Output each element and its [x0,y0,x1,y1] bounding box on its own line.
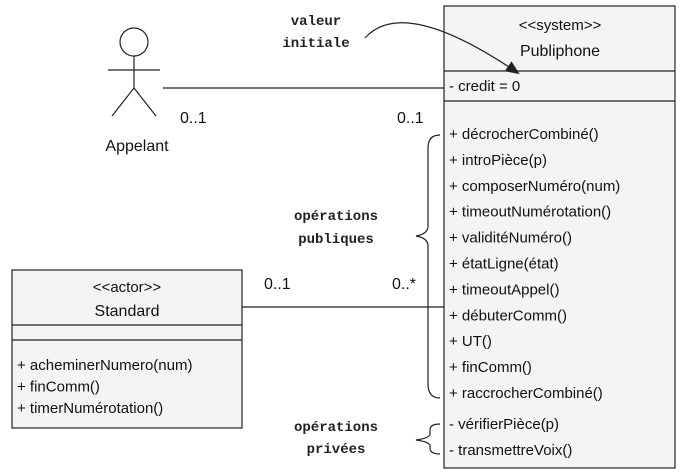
annotation-private-line2: privées [307,442,366,458]
annotation-public-line1: opérations [294,209,378,225]
standard-operations: + acheminerNumero(num) + finComm() + timer… [17,357,192,417]
public-operation: + étatLigne(état) [449,256,559,273]
public-operation: + UT() [449,333,492,350]
publiphone-class-name: Publiphone [520,43,600,60]
multiplicity-appelant-end: 0..1 [180,110,207,127]
annotation-private-operations: opérations privées [294,420,441,458]
publiphone-class-box [443,5,676,469]
standard-operation: + acheminerNumero(num) [17,357,192,374]
public-operation: + timeoutAppel() [449,281,559,298]
private-operation: - vérifierPièce(p) [449,416,559,433]
annotation-public-operations: opérations publiques [294,134,441,399]
publiphone-attributes: - credit = 0 [449,78,520,95]
appelant-label: Appelant [105,138,169,155]
private-operations-brace [415,423,441,455]
annotation-public-line2: publiques [298,232,374,248]
annotation-private-line1: opérations [294,420,378,436]
annotation-initial-value-line2: initiale [282,36,349,52]
annotation-initial-value-line1: valeur [291,14,341,30]
public-operation: + composerNuméro(num) [449,178,620,195]
standard-operation: + finComm() [17,379,100,396]
standard-class-name: Standard [95,303,160,320]
standard-stereotype: <<actor>> [93,279,162,296]
public-operation: + finComm() [449,359,532,376]
publiphone-public-operations: + décrocherCombiné() + introPièce(p) + com… [449,126,620,402]
public-operation: + introPièce(p) [449,152,547,169]
standard-class-box [11,269,243,429]
private-operation: - transmettreVoix() [449,442,572,459]
publiphone-private-operations: - vérifierPièce(p) - transmettreVoix() [449,416,572,459]
public-operation: + validitéNuméro() [449,230,572,247]
class-attribute: - credit = 0 [449,78,520,95]
actor-stick-figure-icon [108,27,160,117]
standard-operation: + timerNumérotation() [17,400,163,417]
annotation-initial-value: valeur initiale [282,14,520,75]
standard-class[interactable]: <<actor>> Standard + acheminerNumero(num… [11,269,243,429]
public-operation: + décrocherCombiné() [449,126,599,143]
multiplicity-publiphone-standard-end: 0..* [392,276,416,293]
public-operation: + timeoutNumérotation() [449,204,611,221]
public-operation: + raccrocherCombiné() [449,385,603,402]
annotation-arrow [364,22,520,75]
public-operations-brace [415,134,441,399]
public-operation: + débuterComm() [449,307,567,324]
publiphone-class[interactable]: <<system>> Publiphone - credit = 0 + déc… [443,5,676,469]
multiplicity-publiphone-appelant-end: 0..1 [397,110,424,127]
multiplicity-standard-end: 0..1 [264,276,291,293]
publiphone-stereotype: <<system>> [519,17,602,34]
appelant-actor[interactable]: Appelant [105,27,169,155]
